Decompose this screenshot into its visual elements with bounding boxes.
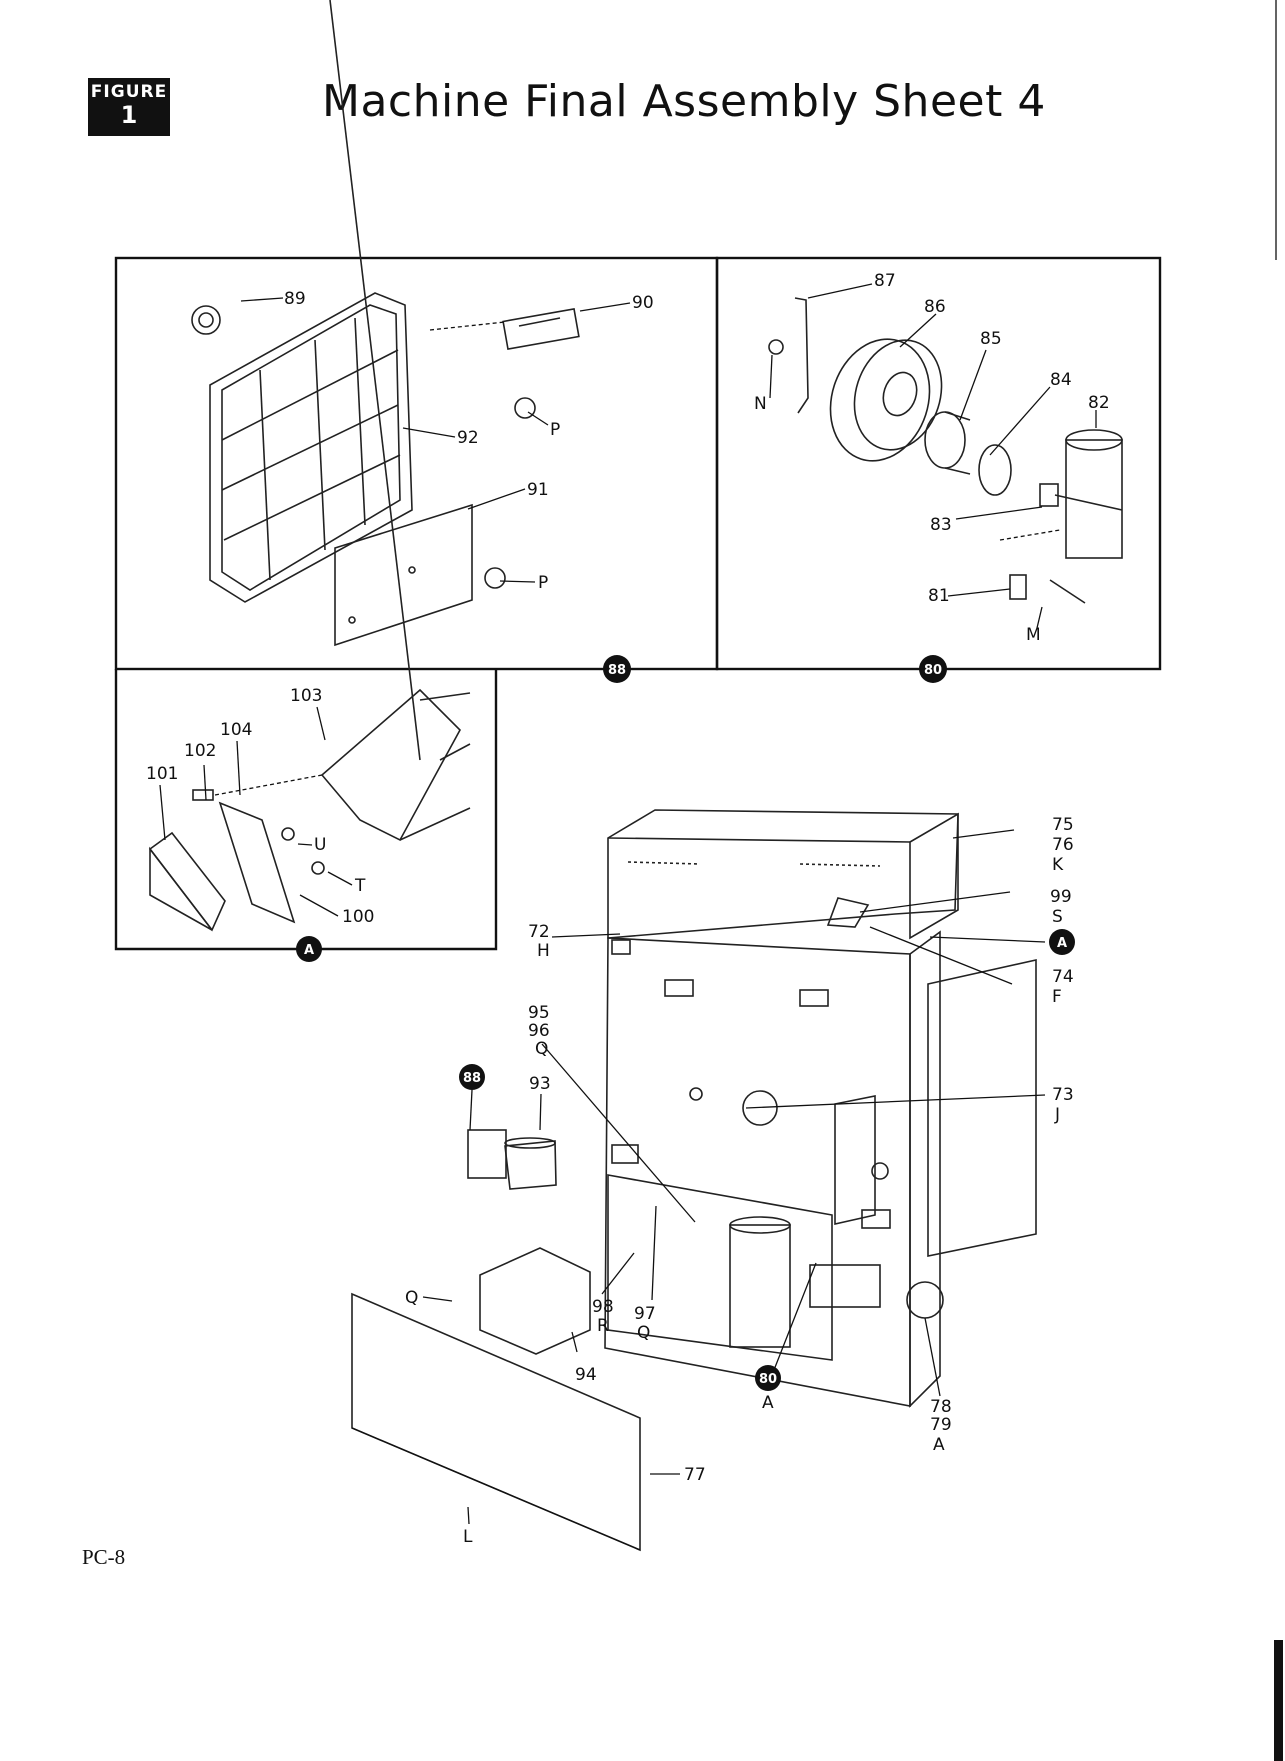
label-93: 93: [529, 1074, 551, 1094]
label-R: R: [597, 1316, 609, 1336]
svg-text:80: 80: [924, 663, 942, 678]
label-99: 99: [1050, 887, 1072, 907]
svg-text:88: 88: [608, 663, 626, 678]
cabinet-drawing: [351, 809, 1037, 1552]
label-95: 95: [528, 1003, 550, 1023]
label-T: T: [354, 876, 366, 896]
label-Q-upper: Q: [535, 1039, 548, 1059]
label-P-upper: P: [550, 420, 560, 440]
cabinet-leaders: [422, 829, 1046, 1525]
label-82: 82: [1088, 393, 1110, 413]
panel-80-leaders: [769, 283, 1097, 629]
svg-text:88: 88: [463, 1071, 481, 1086]
callout-80-panel: 80: [919, 655, 947, 683]
label-L: L: [463, 1527, 473, 1547]
label-85: 85: [980, 329, 1002, 349]
callout-80-cabinet: 80: [755, 1365, 781, 1391]
label-73: 73: [1052, 1085, 1074, 1105]
label-K: K: [1052, 855, 1064, 875]
callout-88-panel: 88: [603, 655, 631, 683]
label-Q-lower: Q: [637, 1323, 650, 1343]
label-79: 79: [930, 1415, 952, 1435]
label-96: 96: [528, 1021, 550, 1041]
panel-88-leaders: [240, 297, 631, 583]
label-F: F: [1052, 987, 1062, 1007]
callout-A-cabinet: A: [1049, 929, 1075, 955]
rail-bracket-drawing: [148, 0, 471, 932]
label-A-80: A: [762, 1393, 774, 1413]
label-P-lower: P: [538, 573, 548, 593]
label-72: 72: [528, 922, 550, 942]
label-74: 74: [1052, 967, 1074, 987]
figure-number: 1: [120, 101, 138, 129]
figure-badge: FIGURE 1: [88, 78, 170, 136]
label-89: 89: [284, 289, 306, 309]
label-83: 83: [930, 515, 952, 535]
page-reference: PC-8: [82, 1545, 126, 1569]
label-75: 75: [1052, 815, 1074, 835]
callout-A-panel: A: [296, 936, 322, 962]
label-101: 101: [146, 764, 178, 784]
figure-label: FIGURE: [90, 82, 168, 102]
svg-text:80: 80: [759, 1372, 777, 1387]
panel-88-frame: [114, 256, 719, 671]
label-98: 98: [592, 1297, 614, 1317]
label-103: 103: [290, 686, 322, 706]
label-H: H: [537, 941, 550, 961]
page-title: Machine Final Assembly Sheet 4: [322, 76, 1046, 127]
edge-mark: [1274, 1640, 1283, 1761]
label-76: 76: [1052, 835, 1074, 855]
label-92: 92: [457, 428, 479, 448]
panel-A-frame: [114, 669, 498, 951]
label-102: 102: [184, 741, 216, 761]
label-S: S: [1052, 907, 1063, 927]
label-100: 100: [342, 907, 374, 927]
svg-text:A: A: [1057, 936, 1067, 951]
callout-88-cabinet: 88: [459, 1064, 485, 1090]
panel-A-leaders: [159, 706, 353, 917]
label-87: 87: [874, 271, 896, 291]
label-94: 94: [575, 1365, 597, 1385]
label-U: U: [314, 835, 326, 855]
label-Q-left: Q: [405, 1288, 418, 1308]
label-J: J: [1054, 1105, 1060, 1125]
door-panel-drawing: [191, 292, 580, 647]
label-91: 91: [527, 480, 549, 500]
label-78: 78: [930, 1397, 952, 1417]
label-77: 77: [684, 1465, 706, 1485]
label-90: 90: [632, 293, 654, 313]
label-104: 104: [220, 720, 252, 740]
label-86: 86: [924, 297, 946, 317]
svg-text:A: A: [304, 943, 314, 958]
label-81: 81: [928, 586, 950, 606]
pulley-assembly-drawing: [768, 297, 1123, 604]
label-A-78: A: [933, 1435, 945, 1455]
label-84: 84: [1050, 370, 1072, 390]
label-97: 97: [634, 1304, 656, 1324]
label-N: N: [754, 394, 767, 414]
panel-80-frame: [715, 256, 1162, 671]
label-M: M: [1026, 625, 1041, 645]
